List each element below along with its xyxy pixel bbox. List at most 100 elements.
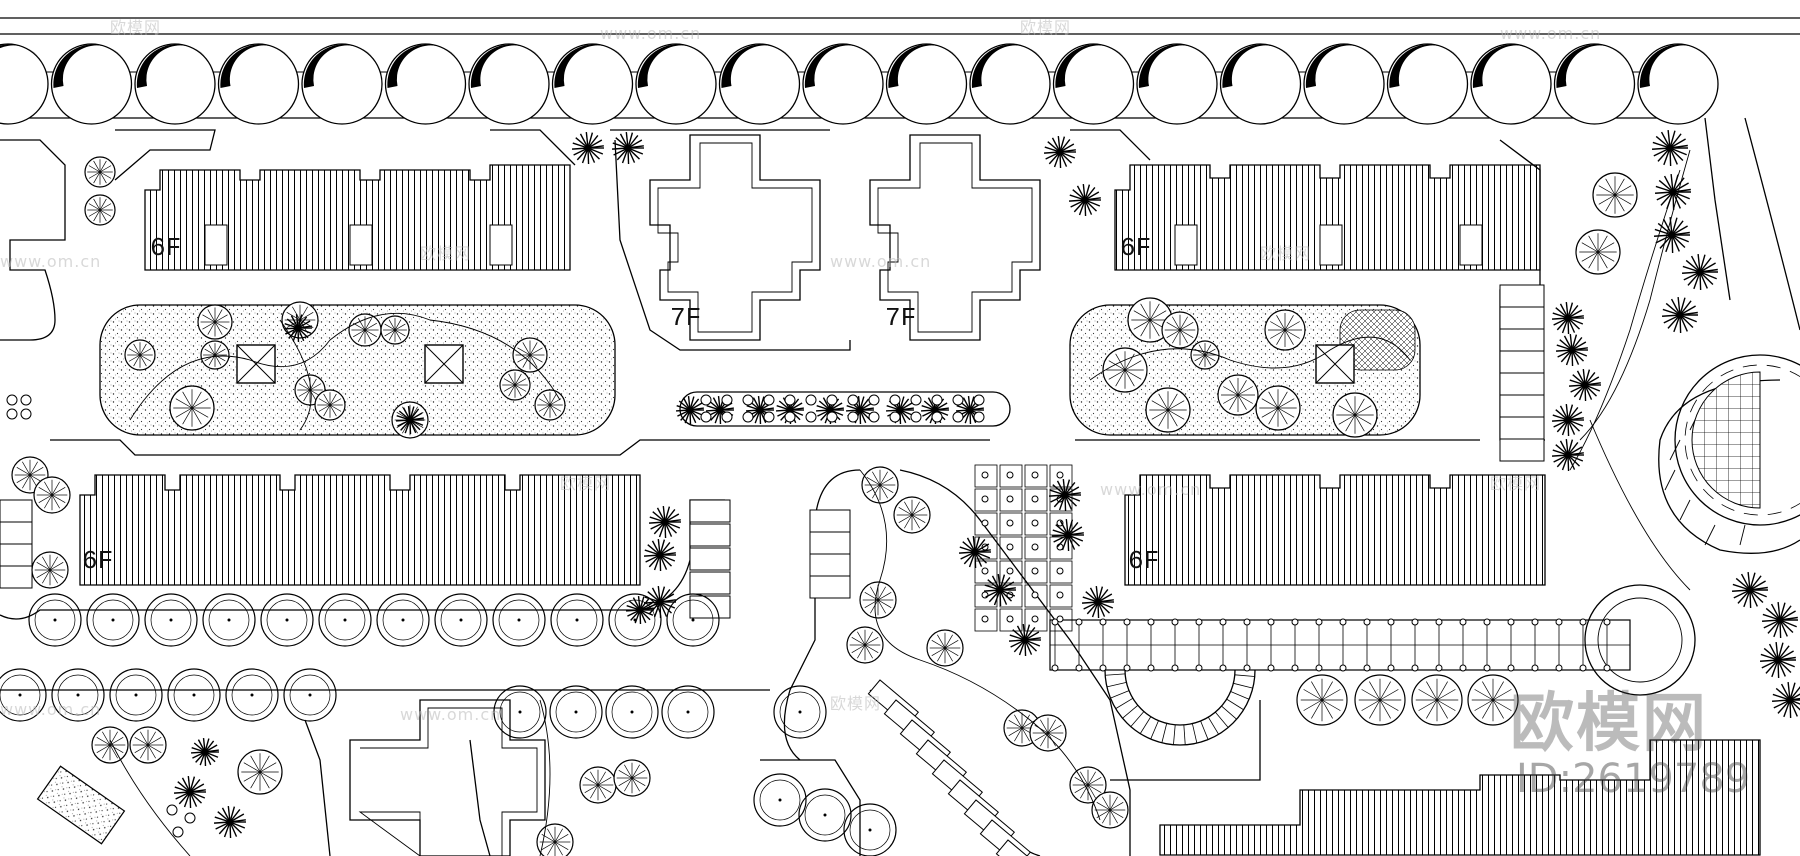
round-tree — [380, 315, 410, 345]
pergola-post — [1031, 543, 1039, 551]
round-tree — [31, 551, 69, 589]
circular-plaza — [1584, 354, 1800, 696]
round-tree — [846, 626, 884, 664]
parking-stall — [1499, 416, 1545, 440]
street-tree — [0, 43, 49, 125]
small-shrub — [721, 411, 733, 423]
street-tree-row — [0, 43, 1719, 125]
garden-nw — [99, 304, 616, 436]
parking-stalls — [0, 284, 1545, 856]
pergola-post — [1291, 618, 1299, 626]
pergola-post — [1031, 615, 1039, 623]
pergola-post — [1219, 618, 1227, 626]
pergola-post — [981, 591, 989, 599]
parking-stall — [809, 575, 851, 599]
row-tree — [434, 593, 488, 647]
round-tree — [1069, 766, 1107, 804]
parking-stall — [1499, 284, 1545, 308]
shrub — [1568, 369, 1601, 402]
pergola-post — [1051, 618, 1059, 626]
parking-stall — [1499, 438, 1545, 462]
shrub — [643, 586, 676, 619]
shrub — [1661, 297, 1698, 334]
pergola-post — [1123, 664, 1131, 672]
round-tree — [169, 385, 215, 431]
watermark-url: www.om.cn — [1500, 24, 1602, 43]
round-tree — [859, 581, 897, 619]
pergola-post — [1171, 664, 1179, 672]
parking-stall — [689, 523, 731, 547]
pergola-post — [1483, 618, 1491, 626]
street-tree — [301, 43, 383, 125]
shrub — [643, 539, 676, 572]
parking-stall — [1499, 306, 1545, 330]
shrub — [1048, 479, 1081, 512]
pergola-walkway — [974, 464, 1631, 672]
small-shrub — [784, 411, 796, 423]
pergola-post — [1315, 664, 1323, 672]
round-tree — [237, 749, 283, 795]
pergola-post — [1267, 664, 1275, 672]
row-tree — [225, 668, 279, 722]
pergola-post — [1387, 664, 1395, 672]
small-shrub — [805, 411, 817, 423]
row-tree — [283, 668, 337, 722]
watermark-url: www.om.cn — [0, 700, 102, 719]
small-shrub — [973, 411, 985, 423]
round-tree — [124, 339, 156, 371]
shrub — [625, 596, 654, 625]
street-tree — [1470, 43, 1552, 125]
shrub — [1551, 439, 1584, 472]
pergola-post — [1459, 618, 1467, 626]
small-shrub — [742, 394, 754, 406]
small-shrub — [868, 411, 880, 423]
round-tree — [512, 337, 548, 373]
round-tree — [1190, 340, 1220, 370]
round-tree — [1091, 791, 1129, 829]
small-shrub — [847, 411, 859, 423]
small-shrub — [166, 804, 178, 816]
watermark-brand: 欧模网 — [560, 474, 612, 493]
pergola-post — [1603, 618, 1611, 626]
watermark-brand: 欧模网 — [1260, 244, 1312, 263]
shrub — [611, 132, 644, 165]
pergola-post — [1147, 664, 1155, 672]
floor-label-tower-a: 7F — [670, 303, 701, 333]
pergola-post — [1435, 618, 1443, 626]
shrub — [190, 738, 219, 767]
street-tree — [468, 43, 550, 125]
pergola-post — [1171, 618, 1179, 626]
pergola-post — [1219, 664, 1227, 672]
parking-stall — [0, 565, 33, 589]
small-shrub — [952, 411, 964, 423]
watermark-url: www.om.cn — [0, 252, 102, 271]
small-shrub — [6, 408, 18, 420]
parking-stall — [0, 499, 33, 523]
pergola-post — [1387, 618, 1395, 626]
pergola-post — [1056, 567, 1064, 575]
watermark-brand: 欧模网 — [830, 694, 882, 713]
pergola-post — [1267, 618, 1275, 626]
pergola-post — [1031, 471, 1039, 479]
pergola-post — [1031, 591, 1039, 599]
small-shrub — [805, 394, 817, 406]
pergola-post — [1579, 664, 1587, 672]
road-network — [0, 117, 1800, 856]
small-shrub — [868, 394, 880, 406]
residential-building-6f-nw — [144, 164, 571, 271]
pergola-post — [1243, 618, 1251, 626]
round-tree — [579, 766, 617, 804]
pergola-post — [1531, 664, 1539, 672]
pergola-post — [1099, 664, 1107, 672]
pergola-post — [1555, 618, 1563, 626]
shrub — [1731, 572, 1768, 609]
street-tree — [50, 43, 133, 125]
round-tree — [499, 369, 531, 401]
pergola-post — [1006, 471, 1014, 479]
row-tree — [144, 593, 198, 647]
small-shrub — [172, 826, 184, 838]
round-tree — [1145, 387, 1191, 433]
round-tree — [1467, 674, 1519, 726]
parking-stall — [0, 543, 33, 567]
pergola-post — [1006, 567, 1014, 575]
